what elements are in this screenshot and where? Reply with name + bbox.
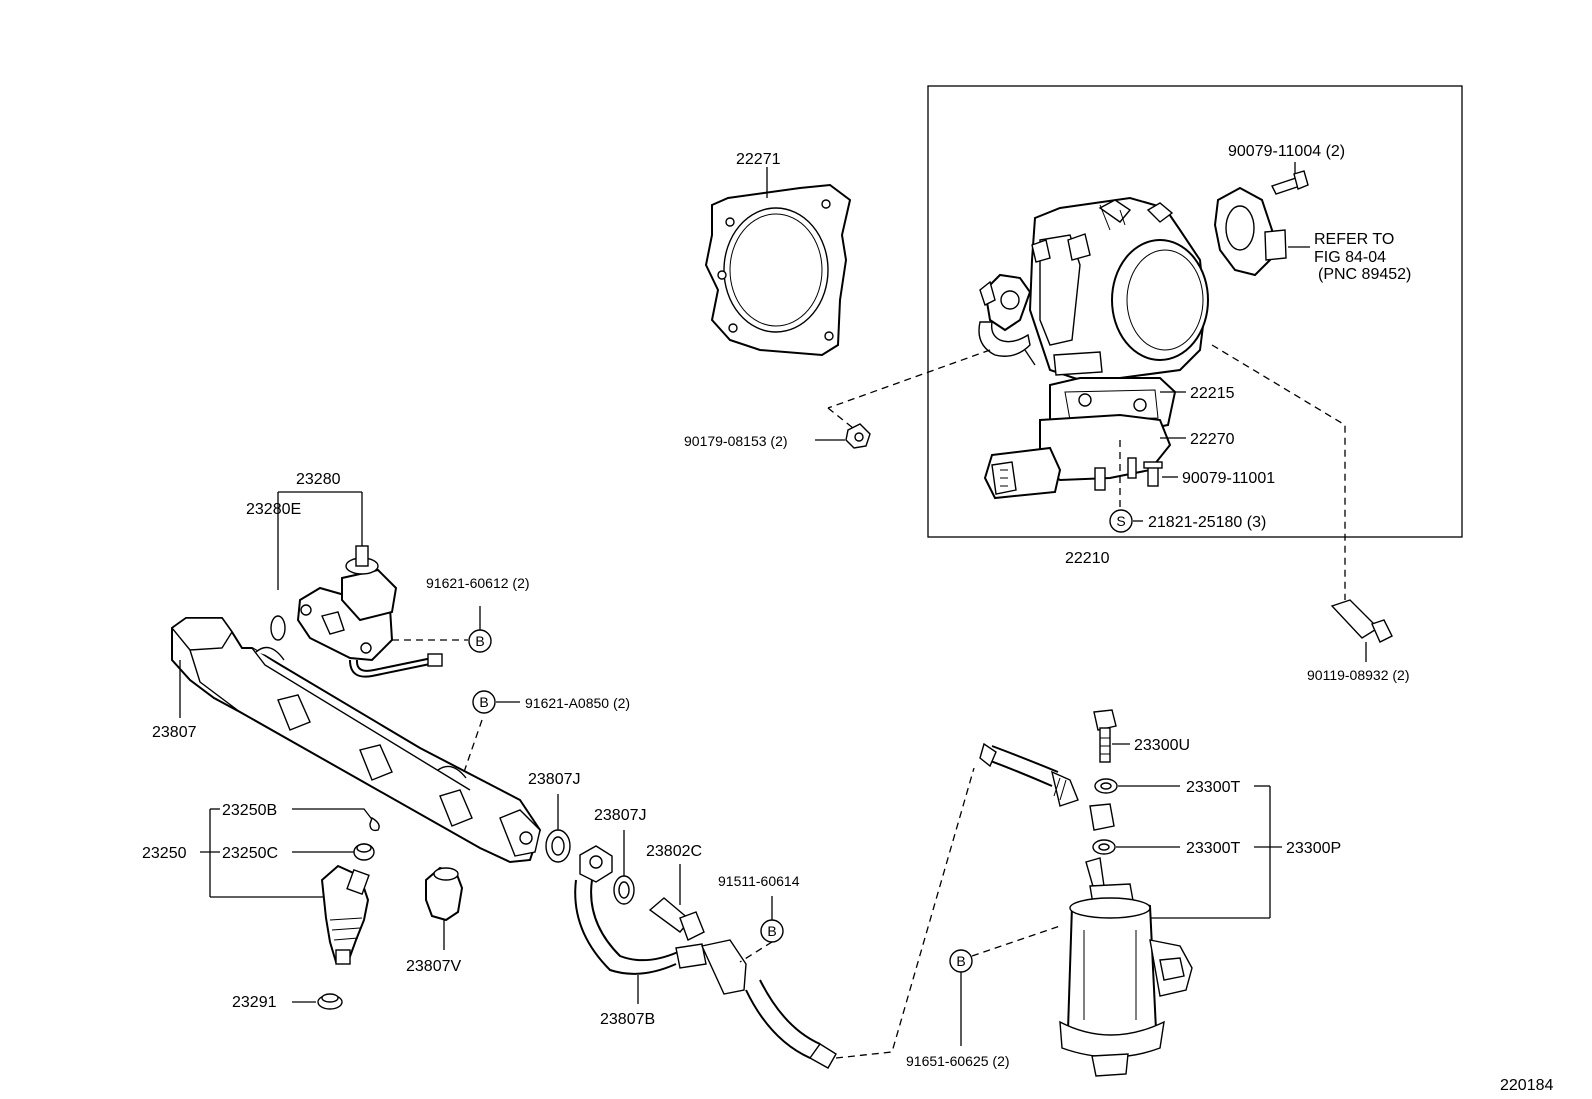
- union-bolt-23802C[interactable]: [648, 897, 705, 941]
- fuel-rail-23807[interactable]: [170, 617, 542, 864]
- label-23280: 23280: [296, 471, 341, 488]
- label-23300U: 23300U: [1134, 737, 1190, 754]
- injector-23250[interactable]: [320, 864, 370, 965]
- marker-b-1-letter: B: [475, 633, 484, 649]
- throttle-body-assembly-frame: [927, 85, 1463, 538]
- bolt-90119-08932[interactable]: [1330, 599, 1393, 643]
- label-90179-08153: 90179-08153 (2): [684, 433, 788, 449]
- fuel-hose-23807B[interactable]: [574, 845, 837, 1069]
- damper-23807V[interactable]: [425, 866, 464, 922]
- label-23250B: 23250B: [222, 802, 277, 819]
- gasket-22271[interactable]: [704, 183, 852, 357]
- union-fitting[interactable]: [1089, 803, 1115, 831]
- gasket-23300T-a[interactable]: [1094, 778, 1118, 794]
- insulator-23291[interactable]: [317, 993, 343, 1010]
- label-91651-60625: 91651-60625 (2): [906, 1053, 1010, 1069]
- hose-to-filter[interactable]: [979, 742, 1079, 807]
- label-23807J-b: 23807J: [594, 807, 647, 824]
- label-23300T-b: 23300T: [1186, 840, 1240, 857]
- label-22271: 22271: [736, 151, 781, 168]
- label-91621-60612: 91621-60612 (2): [426, 575, 530, 591]
- marker-b-2: [472, 690, 496, 714]
- diagram-id: 220184: [1500, 1077, 1553, 1094]
- label-23280E: 23280E: [246, 501, 301, 518]
- screw-90079-11001[interactable]: [1143, 461, 1163, 487]
- label-90079-11001: 90079-11001: [1182, 470, 1275, 487]
- label-22210: 22210: [1065, 550, 1110, 567]
- label-23300P: 23300P: [1286, 840, 1341, 857]
- screw-90079-11004[interactable]: [1271, 170, 1309, 195]
- grommet-23250C[interactable]: [353, 843, 375, 861]
- label-22215: 22215: [1190, 385, 1235, 402]
- label-21821-25180: 21821-25180 (3): [1148, 514, 1266, 531]
- marker-b-4-letter: B: [956, 953, 965, 969]
- o-ring-23250B[interactable]: [369, 816, 380, 832]
- label-23807B: 23807B: [600, 1011, 655, 1028]
- label-23807V: 23807V: [406, 958, 461, 975]
- marker-b-3-letter: B: [767, 923, 776, 939]
- label-23250C: 23250C: [222, 845, 278, 862]
- pressure-regulator-23280[interactable]: [296, 545, 443, 678]
- label-91511-60614: 91511-60614: [718, 873, 800, 889]
- label-23291: 23291: [232, 994, 277, 1011]
- nut-90179-08153[interactable]: [845, 423, 871, 449]
- marker-b-2-letter: B: [479, 694, 488, 710]
- throttle-body[interactable]: [1028, 196, 1209, 382]
- gasket-23300T-b[interactable]: [1092, 839, 1116, 855]
- bolt-23300U[interactable]: [1093, 709, 1117, 763]
- o-ring-23280E[interactable]: [270, 615, 286, 641]
- label-23807J-a: 23807J: [528, 771, 581, 788]
- label-91621-A0850: 91621-A0850 (2): [525, 695, 630, 711]
- label-refer-pnc: (PNC 89452): [1318, 266, 1411, 283]
- label-23250: 23250: [142, 845, 187, 862]
- label-23807: 23807: [152, 724, 197, 741]
- throttle-position-sensor[interactable]: [1213, 186, 1287, 277]
- label-refer-to: REFER TO: [1314, 231, 1394, 248]
- marker-s: [1109, 509, 1133, 533]
- idle-air-control-valve-22270[interactable]: [983, 413, 1172, 500]
- label-23300T-a: 23300T: [1186, 779, 1240, 796]
- marker-s-letter: S: [1116, 513, 1125, 529]
- fuel-filter-23300P[interactable]: [1059, 857, 1193, 1077]
- label-refer-fig: FIG 84-04: [1314, 249, 1386, 266]
- label-90079-11004: 90079-11004 (2): [1228, 143, 1345, 160]
- gasket-23807J-a[interactable]: [545, 829, 571, 863]
- throttle-linkage[interactable]: [978, 273, 1036, 366]
- label-22270: 22270: [1190, 431, 1235, 448]
- gasket-23807J-b[interactable]: [613, 875, 635, 905]
- label-23802C: 23802C: [646, 843, 702, 860]
- label-90119-08932: 90119-08932 (2): [1307, 667, 1409, 683]
